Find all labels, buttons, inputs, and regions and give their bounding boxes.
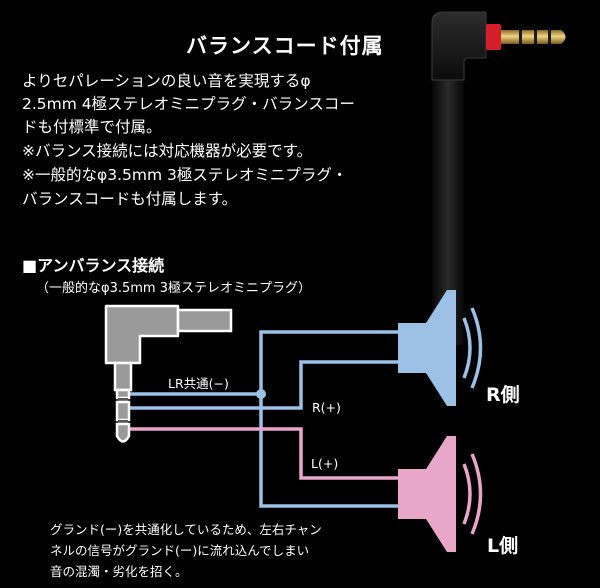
l-plus-wire	[124, 427, 398, 480]
plug-tip	[551, 30, 566, 44]
balanced-plug-photo	[431, 11, 566, 345]
unbalanced-plug-drawing	[104, 304, 233, 443]
plug-sleeve	[501, 30, 519, 44]
description-line-4: ※バランス接続には対応機器が必要です。	[22, 142, 313, 160]
note-line-3: 音の混濁・劣化を招く。	[50, 564, 188, 579]
right-speaker	[398, 290, 483, 406]
right-side-label: R側	[486, 384, 520, 406]
left-speaker	[398, 436, 483, 552]
l-plus-label: L(+)	[311, 456, 339, 471]
ground-wire-right	[124, 330, 398, 396]
description-line-1: よりセパレーションの良い音を実現するφ	[22, 72, 311, 90]
description-line-2: 2.5mm 4極ステレオミニプラグ・バランスコー	[22, 95, 355, 113]
plug-body	[431, 11, 487, 81]
section-subtitle: （一般的なφ3.5mm 3極ステレオミニプラグ）	[36, 281, 311, 296]
r-plus-wire	[124, 360, 398, 410]
wiring	[124, 330, 398, 508]
note-line-2: ネルの信号がグランド(ー)に流れ込んでしまい	[50, 543, 310, 558]
ground-junction	[256, 389, 266, 399]
ground-wire-left	[259, 394, 398, 508]
plug-red-ring	[486, 24, 501, 50]
description-line-5: ※一般的なφ3.5mm 3極ステレオミニプラグ・	[22, 166, 348, 184]
description-line-3: ドも付標準で付属。	[22, 118, 162, 136]
section-title: ■アンバランス接続	[22, 256, 165, 275]
description-line-6: バランスコードも付属します。	[22, 190, 238, 208]
lr-common-label: LR共通(−)	[168, 376, 229, 391]
left-side-label: L側	[487, 535, 519, 557]
r-plus-label: R(+)	[312, 400, 341, 415]
page-title: バランスコード付属	[186, 34, 384, 58]
note-line-1: グランド(ー)を共通化しているため、左右チャン	[50, 522, 322, 537]
